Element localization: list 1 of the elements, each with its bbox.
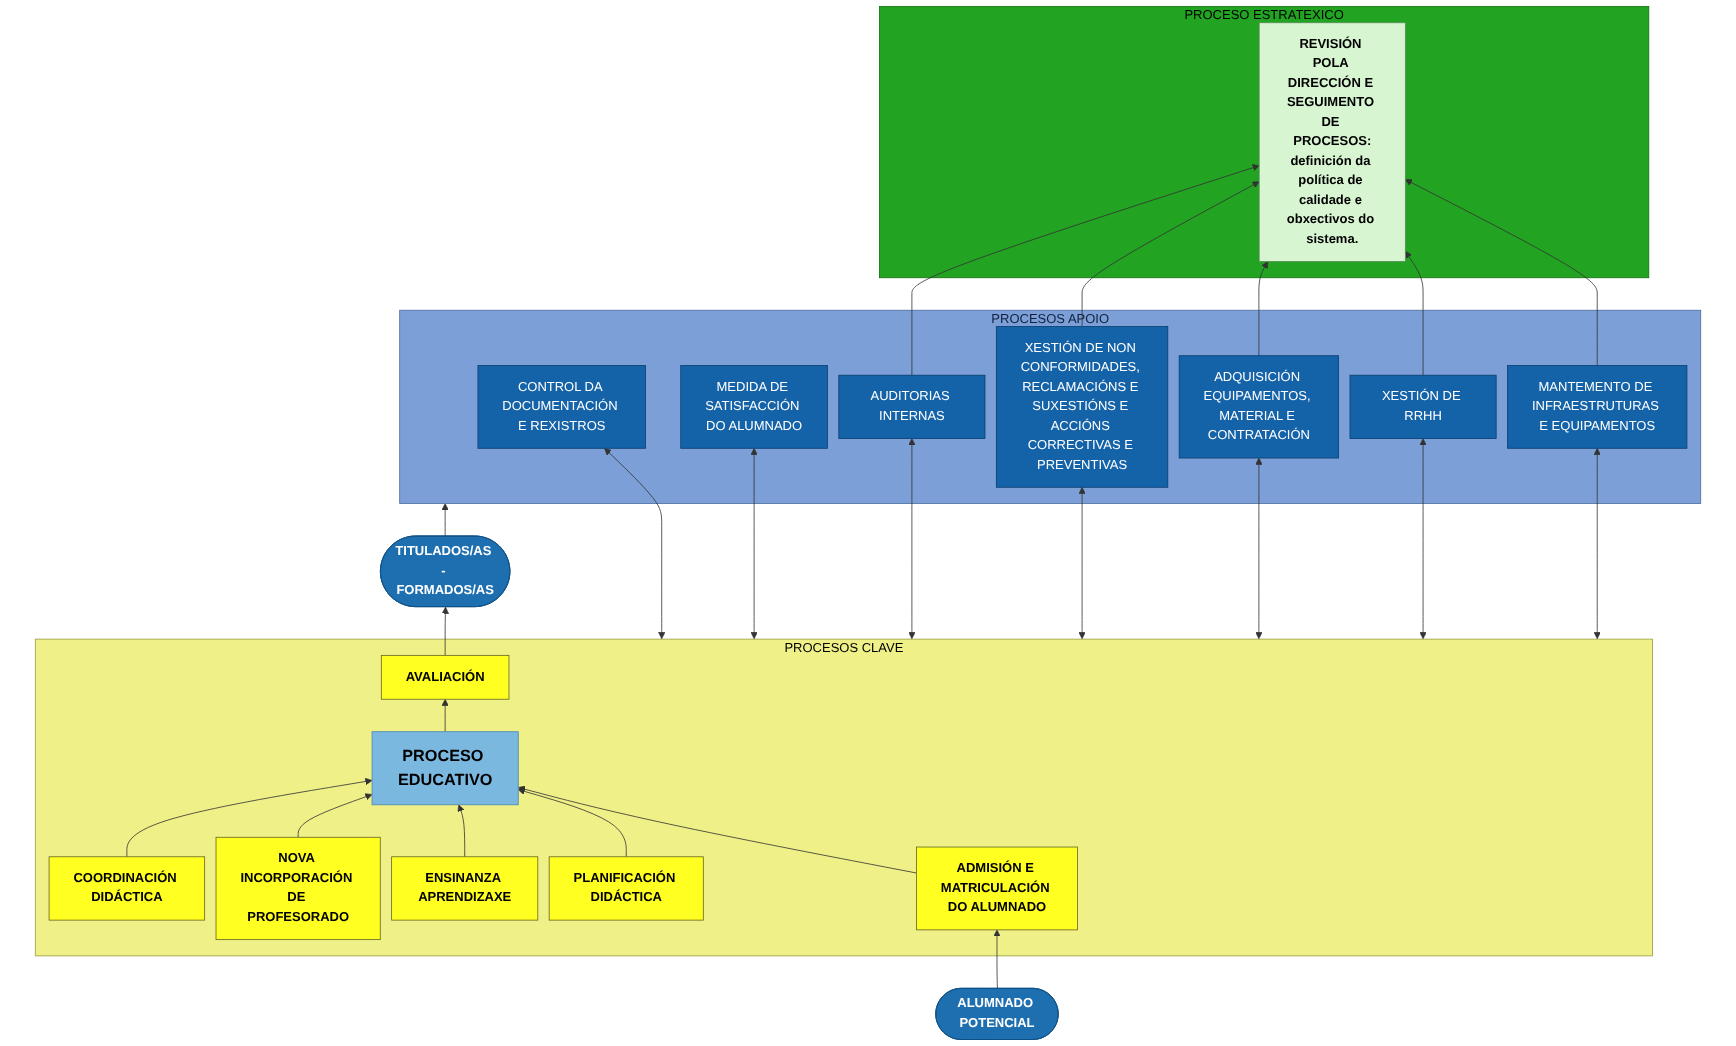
node-box: PROCESO EDUCATIVO [371,731,519,806]
